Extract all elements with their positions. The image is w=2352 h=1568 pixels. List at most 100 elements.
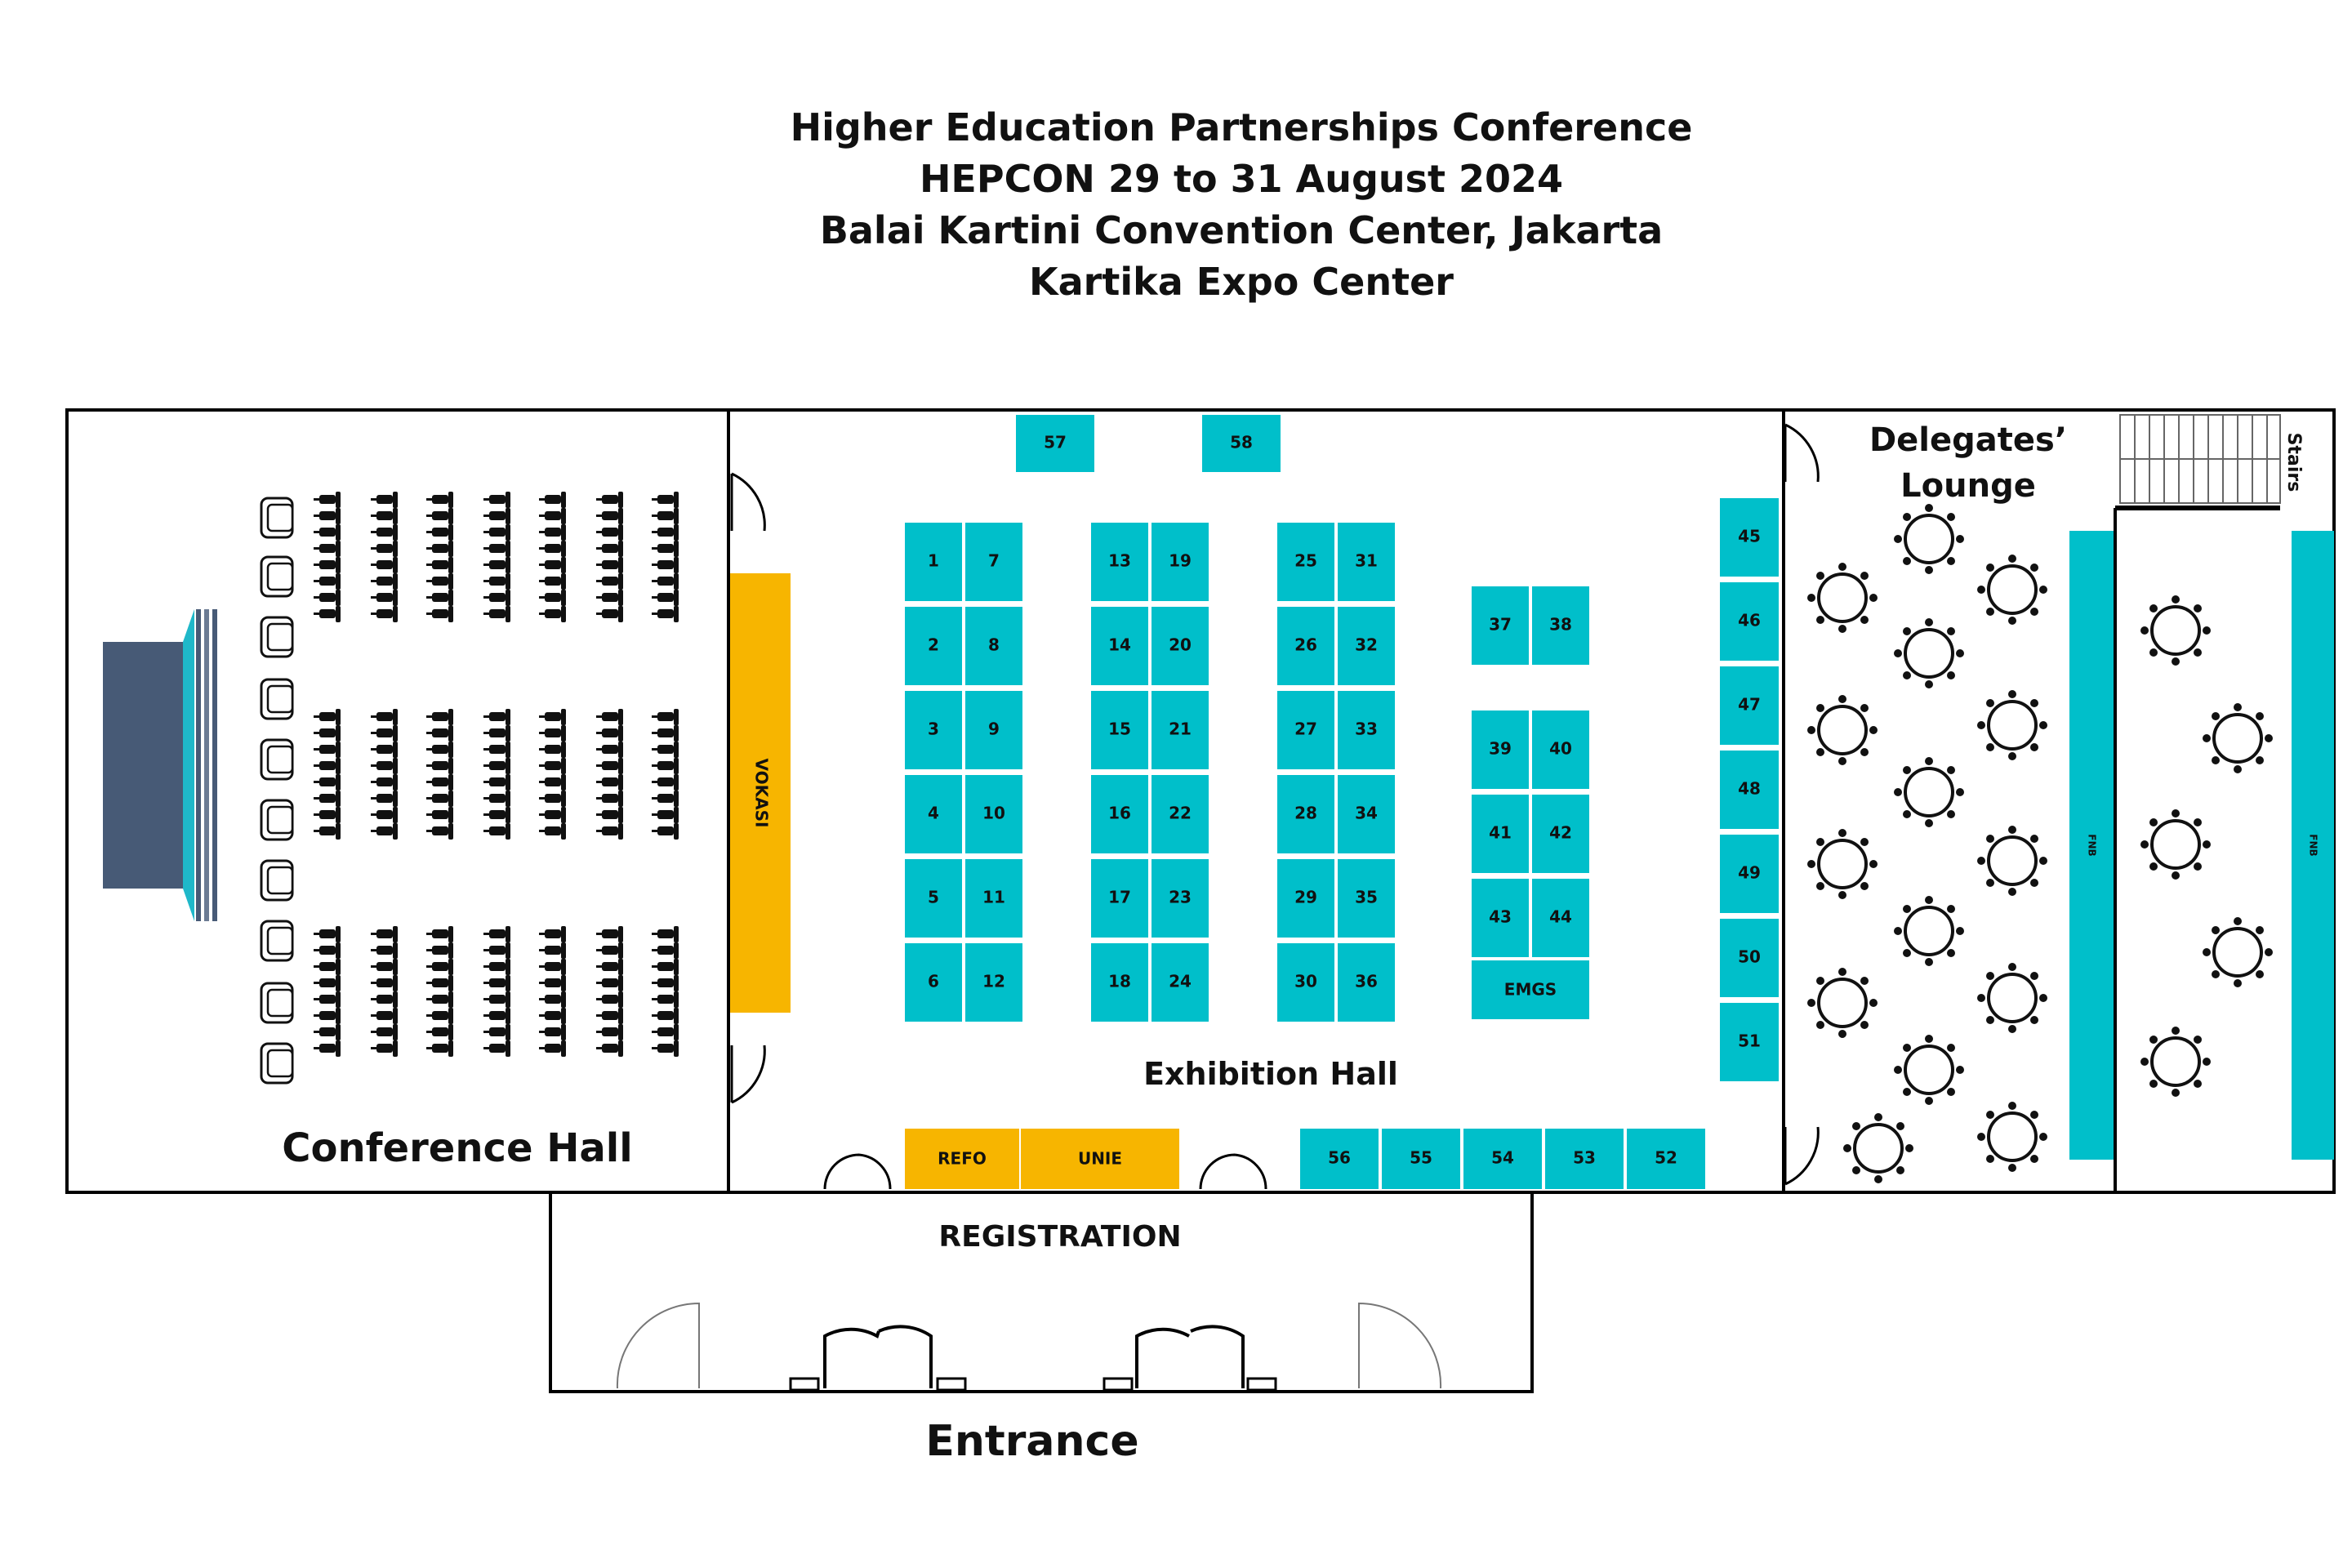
booth-32[interactable] <box>1338 607 1395 685</box>
audience-chair <box>371 541 398 557</box>
audience-chair <box>539 975 566 991</box>
audience-chair <box>371 1024 398 1040</box>
audience-chair <box>371 508 398 524</box>
audience-chair <box>483 742 510 758</box>
audience-chair <box>539 926 566 942</box>
booth-18[interactable] <box>1091 943 1148 1022</box>
booth-46[interactable] <box>1720 582 1779 661</box>
booth-3[interactable] <box>905 691 962 769</box>
booth-18-label: 18 <box>1108 972 1131 991</box>
booth-16[interactable] <box>1091 775 1148 853</box>
fnb-right-counter[interactable] <box>2292 531 2334 1160</box>
booth-26[interactable] <box>1277 607 1334 685</box>
booth-37[interactable] <box>1472 586 1529 665</box>
booth-2[interactable] <box>905 607 962 685</box>
booth-27[interactable] <box>1277 691 1334 769</box>
booth-19[interactable] <box>1152 523 1209 601</box>
booth-25[interactable] <box>1277 523 1334 601</box>
booth-23[interactable] <box>1152 859 1209 938</box>
unie-booth[interactable] <box>1021 1129 1179 1189</box>
booth-13[interactable] <box>1091 523 1148 601</box>
booth-5[interactable] <box>905 859 962 938</box>
audience-chair <box>596 926 623 942</box>
booth-6-label: 6 <box>928 972 939 991</box>
booth-39[interactable] <box>1472 710 1529 789</box>
booth-24[interactable] <box>1152 943 1209 1022</box>
booth-39-label: 39 <box>1489 739 1512 759</box>
fnb-left-counter[interactable] <box>2069 531 2114 1160</box>
audience-chair <box>539 524 566 541</box>
booth-35[interactable] <box>1338 859 1395 938</box>
audience-chair <box>426 541 453 557</box>
booth-44[interactable] <box>1532 879 1589 957</box>
booth-42[interactable] <box>1532 795 1589 873</box>
booth-40[interactable] <box>1532 710 1589 789</box>
booth-53-label: 53 <box>1573 1148 1596 1168</box>
booth-9[interactable] <box>965 691 1022 769</box>
booth-41[interactable] <box>1472 795 1529 873</box>
booth-11[interactable] <box>965 859 1022 938</box>
booth-38[interactable] <box>1532 586 1589 665</box>
booth-58[interactable] <box>1202 415 1281 472</box>
audience-chair <box>652 807 679 823</box>
booth-15[interactable] <box>1091 691 1148 769</box>
booth-17[interactable] <box>1091 859 1148 938</box>
audience-chair <box>426 791 453 807</box>
booth-8[interactable] <box>965 607 1022 685</box>
audience-chair <box>371 823 398 840</box>
booth-12[interactable] <box>965 943 1022 1022</box>
audience-chair <box>483 725 510 742</box>
booth-6[interactable] <box>905 943 962 1022</box>
booth-7[interactable] <box>965 523 1022 601</box>
booth-54-label: 54 <box>1491 1148 1514 1168</box>
booth-55-label: 55 <box>1410 1148 1432 1168</box>
booth-28[interactable] <box>1277 775 1334 853</box>
booth-34[interactable] <box>1338 775 1395 853</box>
audience-chair <box>652 926 679 942</box>
refo-booth[interactable] <box>905 1129 1019 1189</box>
booth-57[interactable] <box>1016 415 1094 472</box>
booth-33[interactable] <box>1338 691 1395 769</box>
booth-48[interactable] <box>1720 751 1779 829</box>
booth-54[interactable] <box>1463 1129 1542 1189</box>
booth-30[interactable] <box>1277 943 1334 1022</box>
booth-29[interactable] <box>1277 859 1334 938</box>
booth-14[interactable] <box>1091 607 1148 685</box>
audience-seating <box>314 492 679 1057</box>
audience-chair <box>426 1040 453 1057</box>
booth-55[interactable] <box>1382 1129 1460 1189</box>
booth-53[interactable] <box>1545 1129 1624 1189</box>
booth-2-label: 2 <box>928 635 939 655</box>
emgs-booth[interactable] <box>1472 960 1589 1019</box>
booth-36[interactable] <box>1338 943 1395 1022</box>
booth-43[interactable] <box>1472 879 1529 957</box>
audience-chair <box>652 492 679 508</box>
booth-20[interactable] <box>1152 607 1209 685</box>
booth-21[interactable] <box>1152 691 1209 769</box>
audience-chair <box>652 975 679 991</box>
booth-37-label: 37 <box>1489 615 1512 635</box>
booth-45[interactable] <box>1720 498 1779 577</box>
booth-10[interactable] <box>965 775 1022 853</box>
booth-9-label: 9 <box>988 719 1000 739</box>
booth-50[interactable] <box>1720 919 1779 997</box>
audience-chair <box>539 508 566 524</box>
booth-31[interactable] <box>1338 523 1395 601</box>
booth-47[interactable] <box>1720 666 1779 745</box>
booth-4[interactable] <box>905 775 962 853</box>
stairs-label: Stairs <box>2283 433 2304 492</box>
audience-chair <box>426 823 453 840</box>
vokasi-booth[interactable] <box>730 573 791 1013</box>
fnb-left-label: FNB <box>2087 834 2098 856</box>
booth-22[interactable] <box>1152 775 1209 853</box>
booth-52[interactable] <box>1627 1129 1705 1189</box>
booth-56[interactable] <box>1300 1129 1379 1189</box>
audience-chair <box>596 774 623 791</box>
audience-chair <box>314 725 341 742</box>
booth-1[interactable] <box>905 523 962 601</box>
audience-chair <box>426 758 453 774</box>
booth-49[interactable] <box>1720 835 1779 913</box>
booth-51[interactable] <box>1720 1003 1779 1081</box>
audience-chair <box>596 1024 623 1040</box>
audience-chair <box>652 557 679 573</box>
